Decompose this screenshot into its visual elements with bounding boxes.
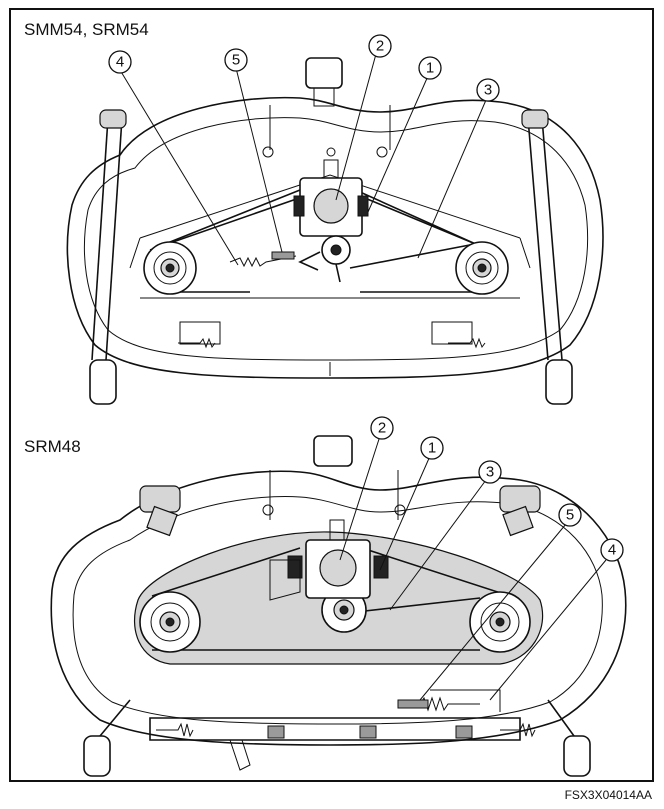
- callout-1-bottom: 1: [420, 436, 444, 460]
- svg-text:1: 1: [426, 60, 434, 77]
- callout-5-bottom: 5: [558, 503, 582, 527]
- tension-spring-top: [229, 255, 297, 268]
- right-rear-wheel-bottom: [563, 735, 591, 777]
- svg-text:4: 4: [608, 542, 616, 559]
- rear-bar-bottom: [149, 717, 521, 741]
- callout-3-top: 3: [476, 78, 500, 102]
- left-front-roller-top: [99, 109, 127, 129]
- leader-lines-bottom: [339, 435, 607, 701]
- svg-text:3: 3: [486, 464, 494, 481]
- callout-3-bottom: 3: [478, 460, 502, 484]
- callout-5-top: 5: [224, 48, 248, 72]
- caption-smm54-srm54: SMM54, SRM54: [24, 20, 149, 39]
- right-rear-wheel-top: [545, 359, 573, 405]
- leader-lines-top: [119, 53, 487, 266]
- right-front-arm-top: [527, 117, 549, 361]
- front-guide-roller-bottom: [313, 435, 353, 467]
- svg-text:4: 4: [116, 54, 124, 71]
- svg-text:5: 5: [566, 507, 574, 524]
- callout-4-bottom: 4: [600, 538, 624, 562]
- left-front-arm-top: [91, 117, 109, 361]
- deck-smm54-srm54: [66, 53, 604, 405]
- svg-text:2: 2: [378, 420, 386, 437]
- callout-2-top: 2: [368, 34, 392, 58]
- svg-text:5: 5: [232, 52, 240, 69]
- callout-2-bottom: 2: [370, 416, 394, 440]
- left-rear-wheel-bottom: [83, 735, 111, 777]
- callout-1-top: 1: [418, 56, 442, 80]
- left-rear-wheel-top: [89, 359, 117, 405]
- belt-bottom: [151, 547, 511, 651]
- figure-code: FSX3X04014AA: [564, 788, 652, 802]
- right-front-roller-top: [521, 109, 549, 129]
- front-guide-roller-top: [305, 57, 343, 89]
- figure-frame: [9, 8, 654, 782]
- svg-text:3: 3: [484, 82, 492, 99]
- svg-text:2: 2: [376, 38, 384, 55]
- deck-srm48: [50, 435, 627, 777]
- callout-4-top: 4: [108, 50, 132, 74]
- caption-srm48: SRM48: [24, 437, 81, 456]
- svg-text:1: 1: [428, 440, 436, 457]
- belt-top: [159, 189, 481, 293]
